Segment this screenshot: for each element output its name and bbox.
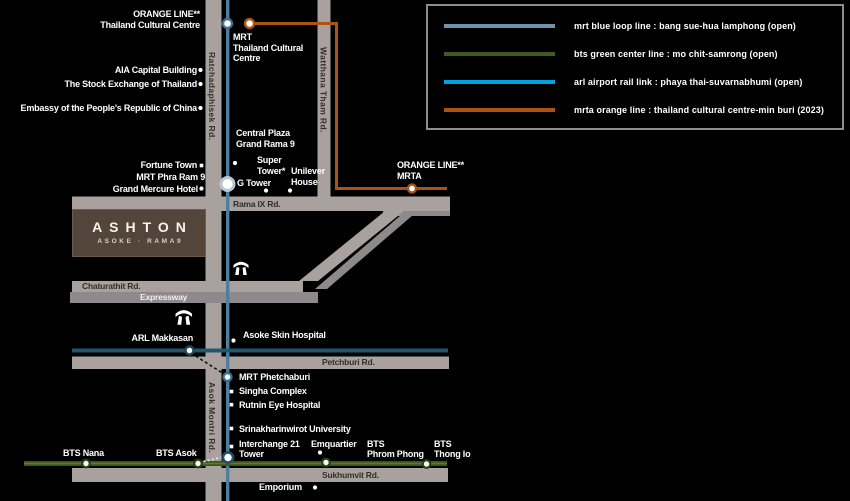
road-chaturathit <box>72 281 303 292</box>
place-label-super-tower: Super Tower* <box>257 155 286 176</box>
road-label-expressway: Expressway <box>140 292 188 302</box>
station-label-mrt-cultural-centre: MRT Thailand Cultural Centre <box>233 32 304 63</box>
station-label-bts-nana: BTS Nana <box>63 447 104 458</box>
ashton-logo-tagline: ASOKE · RAMA9 <box>97 238 184 245</box>
rutnin-dot <box>229 402 234 407</box>
stock-exchange-dot <box>198 81 203 87</box>
mrt-blue-line <box>226 0 230 501</box>
legend-label-mrta-orange: mrta orange line : thailand cultural cen… <box>574 105 824 115</box>
legend-swatch-mrt-blue <box>444 24 555 28</box>
asok-interchange-link <box>203 456 222 463</box>
place-label-asoke-skin: Asoke Skin Hospital <box>243 330 326 340</box>
unilever-dot <box>287 188 293 193</box>
legend-label-arl: arl airport rail link : phaya thai-suvar… <box>574 77 803 87</box>
orange-thailand-cultural-centre-marker <box>243 17 256 30</box>
place-label-singha: Singha Complex <box>239 386 307 396</box>
super-tower-dot <box>263 188 269 193</box>
station-label-arl-makkasan: ARL Makkasan <box>131 333 194 343</box>
place-label-grand-mercure: Grand Mercure Hotel <box>112 183 198 194</box>
place-label-rutnin: Rutnin Eye Hospital <box>239 399 321 410</box>
legend-box: mrt blue loop line : bang sue-hua lampho… <box>426 4 844 130</box>
place-label-central-plaza: Central Plaza Grand Rama 9 <box>236 128 295 149</box>
road-label-chaturathit: Chaturathit Rd. <box>82 281 141 291</box>
embassy-dot <box>198 105 203 111</box>
legend-row-mrta-orange: mrta orange line : thailand cultural cen… <box>444 96 842 124</box>
road-label-rama9: Rama IX Rd. <box>233 198 281 209</box>
road-sukhumvit <box>72 468 448 482</box>
emquartier-dot <box>317 450 323 455</box>
station-label-orange-cultural-centre: ORANGE LINE** Thailand Cultural Centre <box>100 9 200 30</box>
road-expressway <box>70 292 318 303</box>
grand-mercure-dot <box>199 186 204 191</box>
legend-row-arl: arl airport rail link : phaya thai-suvar… <box>444 68 842 96</box>
asoke-skin-dot <box>231 338 236 343</box>
legend-swatch-mrta-orange <box>444 108 555 112</box>
station-label-bts-thong-lo: BTS Thong lo <box>434 438 471 460</box>
mrt-phetchaburi-marker <box>222 371 233 383</box>
place-label-srinakharinwirot: Srinakharinwirot University <box>239 423 351 434</box>
station-label-bts-asok: BTS Asok <box>156 447 197 458</box>
place-label-emquartier: Emquartier <box>311 438 357 449</box>
orange-mrta-marker <box>406 183 418 194</box>
road-watthana-tham <box>317 0 331 197</box>
station-label-mrt-phetchaburi: MRT Phetchaburi <box>239 372 311 382</box>
singha-dot <box>229 389 234 394</box>
road-label-asok-montri: Asok Montri Rd. <box>207 382 217 454</box>
bts-phrom-phong-marker <box>321 457 331 468</box>
legend-swatch-bts-green <box>444 52 555 56</box>
road-rama9 <box>72 196 450 211</box>
road-ramp-edge <box>315 215 413 289</box>
interchange-marker <box>221 451 235 464</box>
road-label-petchburi: Petchburi Rd. <box>322 357 375 367</box>
place-label-embassy-china: Embassy of the People's Republic of Chin… <box>20 103 198 113</box>
interchange21-dot <box>229 444 234 449</box>
emporium-dot <box>312 485 318 490</box>
road-ratchadaphisek-asokmontri <box>205 0 222 501</box>
road-label-ratchadaphisek: Ratchadaphisek Rd. <box>207 52 217 141</box>
place-label-unilever-house: Unilever House <box>291 166 325 187</box>
legend-row-mrt-blue: mrt blue loop line : bang sue-hua lampho… <box>444 12 842 40</box>
road-label-watthana-tham: Watthana Tham Rd. <box>318 47 329 133</box>
road-label-sukhumvit: Sukhumvit Rd. <box>322 469 379 480</box>
central-plaza-dot <box>232 160 238 166</box>
motorway-icon <box>175 310 193 325</box>
place-label-aia: AIA Capital Building <box>114 65 197 75</box>
station-label-bts-phrom-phong: BTS Phrom Phong <box>367 438 424 460</box>
srinakharinwirot-dot <box>229 426 234 431</box>
legend-row-bts-green: bts green center line : mo chit-samrong … <box>444 40 842 68</box>
ashton-logo-box: ASHTON ASOKE · RAMA9 <box>72 209 206 257</box>
place-label-fortune-town: Fortune Town <box>140 160 198 170</box>
road-ramp <box>299 211 404 281</box>
legend-label-mrt-blue: mrt blue loop line : bang sue-hua lampho… <box>574 21 796 31</box>
bts-nana-marker <box>81 458 91 469</box>
aia-dot <box>198 67 203 73</box>
place-label-stock-exchange: The Stock Exchange of Thailand <box>64 79 197 89</box>
motorway-icon <box>233 261 249 275</box>
bts-asok-marker <box>193 458 203 469</box>
place-label-g-tower: G Tower <box>237 177 271 188</box>
station-label-orange-mrta: ORANGE LINE** MRTA <box>397 160 464 181</box>
place-label-interchange21: Interchange 21 Tower <box>239 438 300 460</box>
mrta-orange-line <box>249 22 447 190</box>
place-label-emporium: Emporium <box>259 481 302 492</box>
station-label-mrt-phra-ram9: MRT Phra Ram 9 <box>136 172 205 182</box>
legend-label-bts-green: bts green center line : mo chit-samrong … <box>574 49 778 59</box>
legend-swatch-arl <box>444 80 555 84</box>
road-petchburi <box>72 356 449 369</box>
mrt-thailand-cultural-centre-marker <box>221 17 234 30</box>
makkasan-phetchaburi-link <box>190 352 225 375</box>
bts-thong-lo-marker <box>421 459 432 469</box>
fortune-town-dot <box>199 163 204 168</box>
mrt-phra-ram9-marker <box>219 176 236 192</box>
arl-makkasan-marker <box>184 345 195 356</box>
ashton-logo-name: ASHTON <box>92 219 193 235</box>
